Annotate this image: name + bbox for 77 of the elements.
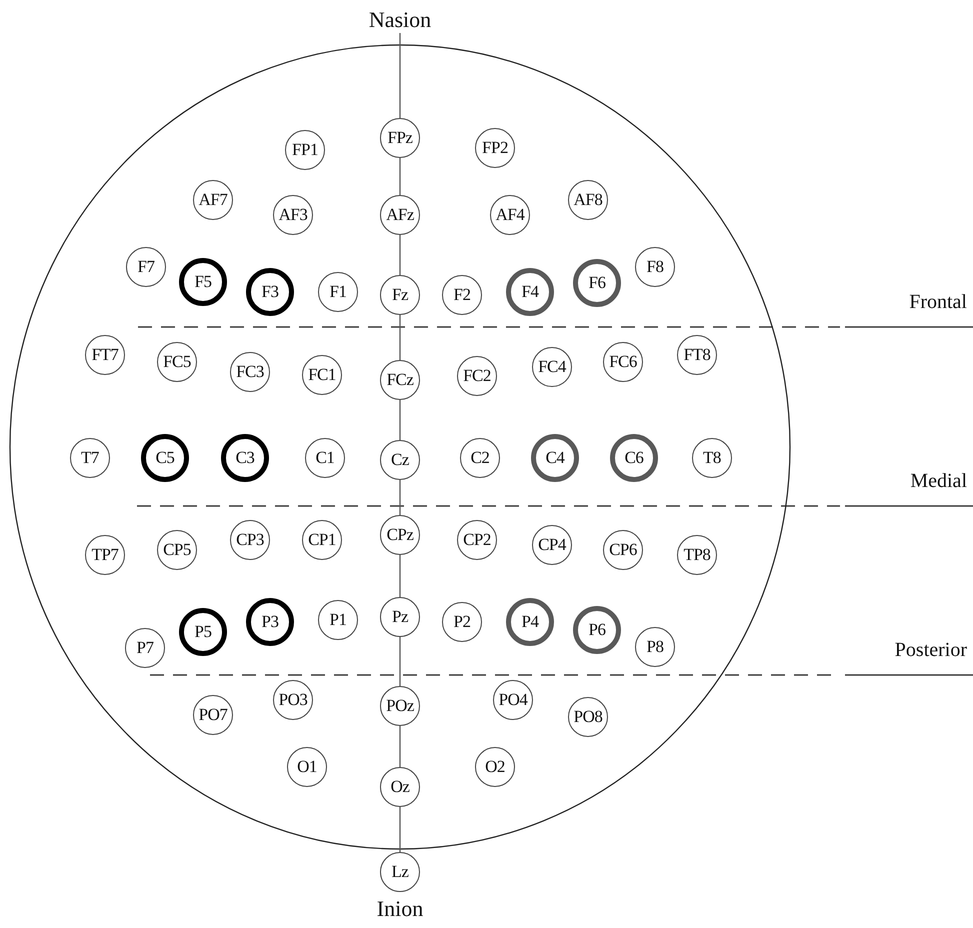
electrode: FT7 <box>85 335 125 375</box>
electrode: T7 <box>70 438 110 478</box>
electrode: POz <box>380 686 420 726</box>
region-label: Medial <box>910 469 967 493</box>
connector-line <box>399 480 401 515</box>
electrode: CP4 <box>532 525 572 565</box>
electrode: Cz <box>380 440 420 480</box>
electrode: Fz <box>380 275 420 315</box>
electrode: O1 <box>287 747 327 787</box>
highlighted-electrode: C6 <box>610 434 658 482</box>
highlighted-electrode: F5 <box>179 258 227 306</box>
electrode: AF8 <box>568 180 608 220</box>
electrode: F7 <box>126 247 166 287</box>
electrode: CP3 <box>230 520 270 560</box>
electrode: PO3 <box>273 680 313 720</box>
electrode: AF7 <box>193 180 233 220</box>
electrode: FP1 <box>285 130 325 170</box>
electrode: Pz <box>380 597 420 637</box>
electrode: AF3 <box>273 195 313 235</box>
connector-line <box>399 315 401 360</box>
highlighted-electrode: C3 <box>221 434 269 482</box>
electrode: P7 <box>125 628 165 668</box>
electrode: AF4 <box>490 195 530 235</box>
electrode: FC6 <box>603 342 643 382</box>
electrode: P1 <box>318 600 358 640</box>
connector-line <box>399 235 401 275</box>
electrode: FCz <box>380 360 420 400</box>
electrode: T8 <box>692 438 732 478</box>
electrode: F8 <box>635 247 675 287</box>
connector-line <box>399 33 401 118</box>
highlighted-electrode: F6 <box>573 259 621 307</box>
electrode: FC5 <box>157 342 197 382</box>
electrode: CP5 <box>157 530 197 570</box>
electrode: CP2 <box>457 520 497 560</box>
connector-line <box>399 158 401 195</box>
highlighted-electrode: P4 <box>506 598 554 646</box>
highlighted-electrode: F3 <box>246 268 294 316</box>
highlighted-electrode: P5 <box>179 608 227 656</box>
highlighted-electrode: F4 <box>506 268 554 316</box>
region-label: Posterior <box>894 638 967 662</box>
highlighted-electrode: C5 <box>141 434 189 482</box>
electrode: PO4 <box>493 680 533 720</box>
highlighted-electrode: P3 <box>246 598 294 646</box>
electrode: Lz <box>380 852 420 892</box>
landmark-label: Nasion <box>368 7 432 33</box>
electrode: FPz <box>380 118 420 158</box>
electrode: PO7 <box>193 695 233 735</box>
electrode: P2 <box>442 602 482 642</box>
electrode: O2 <box>475 747 515 787</box>
electrode: TP7 <box>85 535 125 575</box>
electrode: F2 <box>442 275 482 315</box>
region-label: Frontal <box>909 290 967 314</box>
landmark-label: Inion <box>376 896 424 922</box>
connector-line <box>399 637 401 686</box>
electrode: Oz <box>380 767 420 807</box>
connector-line <box>399 555 401 597</box>
electrode: AFz <box>380 195 420 235</box>
electrode: P8 <box>635 627 675 667</box>
electrode: CP1 <box>302 520 342 560</box>
electrode: CP6 <box>603 530 643 570</box>
electrode: FC3 <box>230 352 270 392</box>
highlighted-electrode: C4 <box>531 434 579 482</box>
connector-line <box>399 726 401 767</box>
electrode: FC2 <box>457 356 497 396</box>
electrode: C1 <box>305 438 345 478</box>
electrode: TP8 <box>677 535 717 575</box>
electrode: CPz <box>380 515 420 555</box>
electrode: FC4 <box>532 347 572 387</box>
electrode: FP2 <box>475 128 515 168</box>
connector-line <box>399 400 401 440</box>
electrode: FT8 <box>677 335 717 375</box>
electrode: FC1 <box>302 355 342 395</box>
electrode: PO8 <box>568 697 608 737</box>
electrode: F1 <box>318 272 358 312</box>
highlighted-electrode: P6 <box>573 606 621 654</box>
electrode: C2 <box>460 438 500 478</box>
connector-line <box>399 807 401 852</box>
